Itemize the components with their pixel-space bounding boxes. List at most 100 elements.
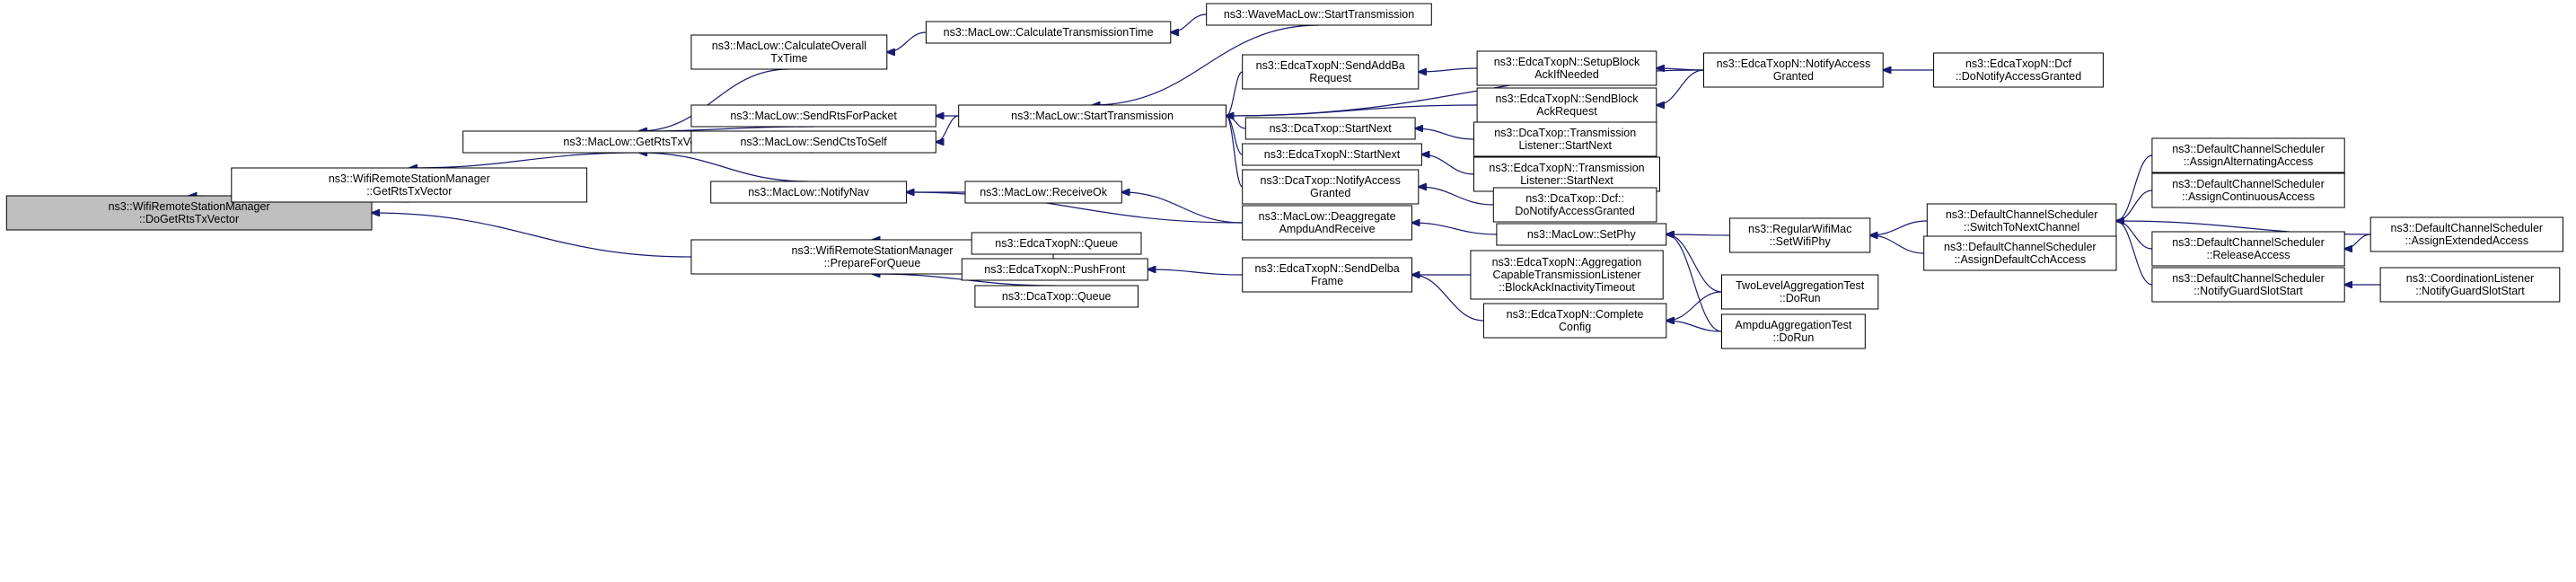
graph-node[interactable]: ns3::MacLow::ReceiveOk xyxy=(964,181,1122,204)
graph-node[interactable]: ns3::WaveMacLow::StartTransmission xyxy=(1206,3,1432,26)
node-box xyxy=(1242,205,1412,241)
node-label: ns3::MacLow::SendCtsToSelf xyxy=(740,136,887,148)
call-edge xyxy=(887,31,927,52)
node-label: ns3::MacLow::SetPhy xyxy=(1527,228,1637,241)
node-label: ns3::MacLow::NotifyNav xyxy=(748,186,870,198)
call-edge xyxy=(1666,321,1722,332)
graph-node[interactable]: ns3::DcaTxop::NotifyAccessGranted xyxy=(1242,169,1420,205)
graph-node[interactable]: ns3::DefaultChannelScheduler::SwitchToNe… xyxy=(1926,203,2117,239)
call-edge xyxy=(1657,69,1704,105)
graph-node[interactable]: ns3::DefaultChannelScheduler::AssignAlte… xyxy=(2151,137,2345,173)
node-box xyxy=(1242,169,1420,205)
node-label: ns3::WifiRemoteStationManager xyxy=(792,244,954,257)
graph-node[interactable]: ns3::EdcaTxopN::StartNext xyxy=(1242,143,1422,166)
node-label: ::AssignContinuousAccess xyxy=(2182,190,2315,203)
node-box xyxy=(690,34,888,70)
node-box xyxy=(1242,143,1422,166)
graph-node[interactable]: ns3::EdcaTxopN::Dcf::DoNotifyAccessGrant… xyxy=(1933,52,2104,88)
node-label: Request xyxy=(1309,72,1351,84)
graph-node[interactable]: ns3::DcaTxop::TransmissionListener::Star… xyxy=(1473,121,1657,157)
graph-node[interactable]: ns3::DefaultChannelScheduler::AssignCont… xyxy=(2151,172,2345,208)
graph-node[interactable]: ns3::EdcaTxopN::TransmissionListener::St… xyxy=(1473,156,1660,192)
node-label: ::DoGetRtsTxVector xyxy=(139,213,239,225)
node-box xyxy=(690,130,936,154)
graph-node[interactable]: ns3::WifiRemoteStationManager::GetRtsTxV… xyxy=(231,167,588,203)
node-box xyxy=(2151,231,2345,267)
node-label: AmpduAggregationTest xyxy=(1735,319,1851,331)
node-box xyxy=(1476,87,1657,123)
node-box xyxy=(1473,156,1660,192)
node-box xyxy=(1206,3,1432,26)
call-edge xyxy=(907,192,1243,224)
graph-node[interactable]: ns3::DcaTxop::StartNext xyxy=(1244,117,1416,140)
call-edge xyxy=(1666,234,1722,332)
call-edge xyxy=(639,153,809,182)
node-label: ns3::MacLow::SendRtsForPacket xyxy=(730,110,897,122)
node-label: ns3::DefaultChannelScheduler xyxy=(2172,272,2325,285)
node-label: ::AssignDefaultCchAccess xyxy=(1955,253,2087,266)
call-edge xyxy=(936,115,959,142)
graph-node[interactable]: ns3::DcaTxop::Dcf::DoNotifyAccessGranted xyxy=(1492,187,1657,223)
call-edge xyxy=(1121,192,1243,224)
node-label: ns3::MacLow::ReceiveOk xyxy=(980,186,1107,198)
node-box xyxy=(1242,257,1412,293)
node-box xyxy=(1923,235,2117,271)
node-label: Frame xyxy=(1311,275,1343,287)
graph-node[interactable]: ns3::EdcaTxopN::Queue xyxy=(971,232,1142,255)
graph-node[interactable]: ns3::MacLow::SendRtsForPacket xyxy=(690,104,936,128)
node-box xyxy=(1721,274,1879,310)
node-label: Listener::StartNext xyxy=(1518,139,1612,152)
node-box xyxy=(1470,250,1664,300)
node-label: ::ReleaseAccess xyxy=(2206,249,2290,261)
node-layer: ns3::WifiRemoteStationManager::DoGetRtsT… xyxy=(5,3,2563,349)
call-edge xyxy=(1226,71,1244,116)
graph-node[interactable]: ns3::EdcaTxopN::PushFront xyxy=(961,258,1148,281)
node-box xyxy=(974,285,1139,308)
node-label: ns3::MacLow::Deaggregate xyxy=(1259,210,1396,223)
call-edge xyxy=(1419,67,1478,72)
graph-node[interactable]: ns3::MacLow::SendCtsToSelf xyxy=(690,130,936,154)
node-label: ns3::MacLow::CalculateOverall xyxy=(712,40,866,52)
call-edge xyxy=(372,213,691,258)
node-label: ns3::DcaTxop::Transmission xyxy=(1494,127,1636,139)
graph-node[interactable]: ns3::DefaultChannelScheduler::AssignDefa… xyxy=(1923,235,2117,271)
node-label: Granted xyxy=(1310,187,1350,199)
graph-node[interactable]: ns3::MacLow::StartTransmission xyxy=(958,104,1226,128)
node-label: ns3::DefaultChannelScheduler xyxy=(1946,208,2098,221)
node-label: ::NotifyGuardSlotStart xyxy=(2415,285,2525,297)
graph-node[interactable]: ns3::RegularWifiMac::SetWifiPhy xyxy=(1729,217,1871,253)
node-box xyxy=(1476,50,1657,86)
call-edge xyxy=(1657,68,1704,70)
node-box xyxy=(2151,267,2345,303)
graph-node[interactable]: AmpduAggregationTest::DoRun xyxy=(1721,313,1866,349)
graph-node[interactable]: ns3::DefaultChannelScheduler::AssignExte… xyxy=(2369,216,2563,252)
graph-node[interactable]: ns3::MacLow::SetPhy xyxy=(1496,223,1667,246)
node-label: ns3::WifiRemoteStationManager xyxy=(109,200,270,213)
graph-node[interactable]: ns3::DefaultChannelScheduler::NotifyGuar… xyxy=(2151,267,2345,303)
node-label: ns3::CoordinationListener xyxy=(2406,272,2534,285)
graph-node[interactable]: TwoLevelAggregationTest::DoRun xyxy=(1721,274,1879,310)
node-label: ns3::WaveMacLow::StartTransmission xyxy=(1224,8,1414,21)
graph-node[interactable]: ns3::DefaultChannelScheduler::ReleaseAcc… xyxy=(2151,231,2345,267)
node-label: ::AssignAlternatingAccess xyxy=(2184,155,2314,168)
graph-node[interactable]: ns3::MacLow::CalculateTransmissionTime xyxy=(925,21,1172,44)
call-edge xyxy=(1421,154,1474,175)
graph-node[interactable]: ns3::DcaTxop::Queue xyxy=(974,285,1139,308)
node-label: AmpduAndReceive xyxy=(1279,223,1376,235)
node-box xyxy=(710,181,908,204)
node-label: ::NotifyGuardSlotStart xyxy=(2194,285,2303,297)
graph-node[interactable]: ns3::EdcaTxopN::NotifyAccessGranted xyxy=(1703,52,1884,88)
graph-node[interactable]: ns3::CoordinationListener::NotifyGuardSl… xyxy=(2379,267,2561,303)
call-edge xyxy=(1666,234,1730,235)
graph-node[interactable]: ns3::EdcaTxopN::AggregationCapableTransm… xyxy=(1470,250,1664,300)
graph-node[interactable]: ns3::MacLow::NotifyNav xyxy=(710,181,908,204)
node-label: ::DoRun xyxy=(1772,331,1814,344)
